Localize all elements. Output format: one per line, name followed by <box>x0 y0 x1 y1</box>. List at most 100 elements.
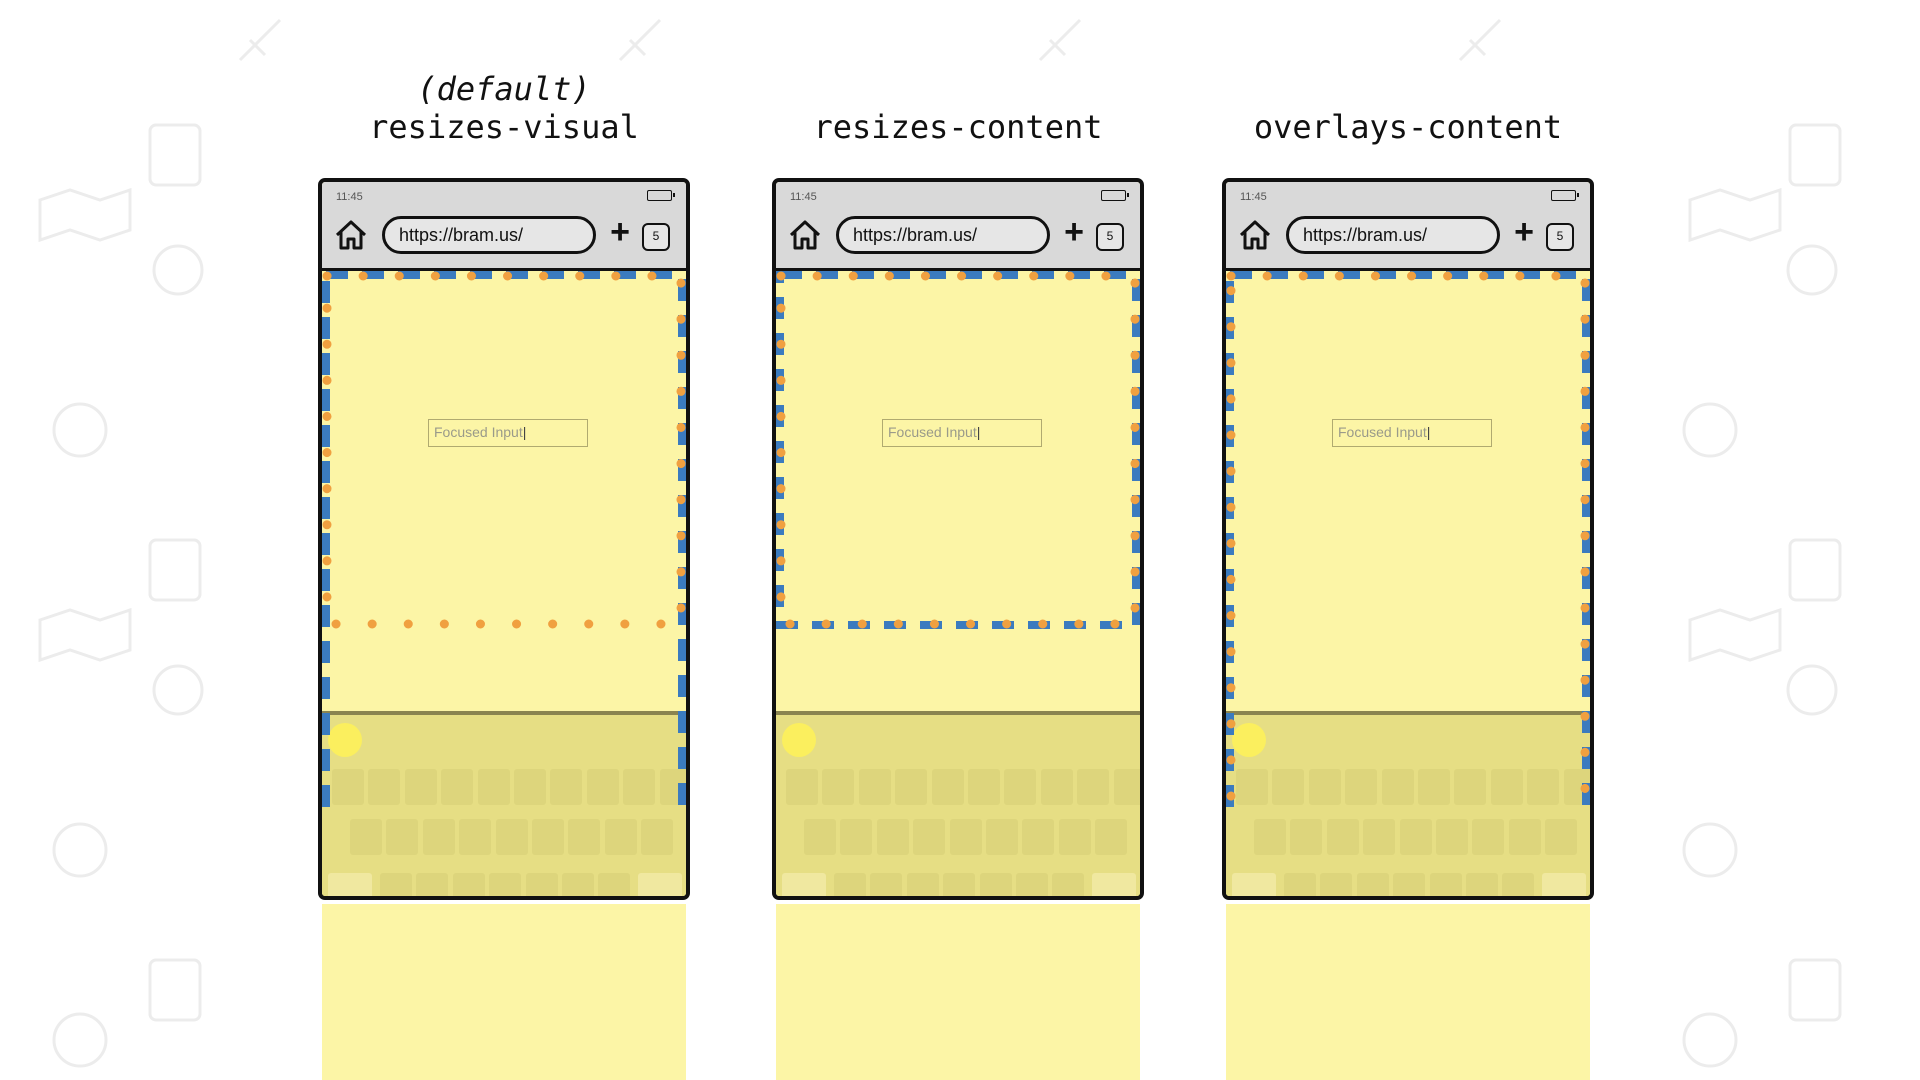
keyboard-accent-key <box>1232 723 1266 757</box>
mode-panel-3: overlays-content 11:45 https://bram.us/ … <box>1222 0 1594 1080</box>
keyboard-key <box>441 769 474 805</box>
focused-input-placeholder: Focused Input <box>434 424 523 440</box>
focused-input[interactable]: Focused Input| <box>428 419 588 447</box>
mode-panel-2: resizes-content 11:45 https://bram.us/ +… <box>772 0 1144 1080</box>
keyboard-key <box>943 873 976 896</box>
keyboard-key <box>1527 769 1560 805</box>
browser-chrome: 11:45 https://bram.us/ + 5 <box>322 182 686 271</box>
keyboard-key <box>1502 873 1535 896</box>
keyboard-key <box>1356 873 1389 896</box>
keyboard-key <box>1022 819 1055 855</box>
focused-input[interactable]: Focused Input| <box>882 419 1042 447</box>
keyboard-key <box>1326 819 1359 855</box>
focused-input-placeholder: Focused Input <box>888 424 977 440</box>
page-content: Focused Input| <box>776 271 1140 896</box>
battery-icon <box>1101 190 1129 201</box>
keyboard-key <box>1232 873 1276 896</box>
keyboard-key <box>368 769 401 805</box>
keyboard-key <box>459 819 492 855</box>
keyboard-key <box>804 819 836 855</box>
keyboard-key <box>1052 873 1085 896</box>
keyboard-key <box>1092 873 1136 896</box>
keyboard-key <box>870 873 903 896</box>
keyboard-key <box>840 819 873 855</box>
keyboard-key <box>332 769 364 805</box>
plus-icon[interactable]: + <box>610 213 630 251</box>
url-bar[interactable]: https://bram.us/ <box>1286 216 1500 254</box>
keyboard-key <box>1545 819 1578 855</box>
keyboard-key <box>1508 819 1541 855</box>
panel-title: overlays-content <box>1253 108 1563 146</box>
keyboard-key <box>598 873 631 896</box>
phone-frame: 11:45 https://bram.us/ + 5 Focused Input… <box>772 178 1144 900</box>
tab-count-icon[interactable]: 5 <box>642 223 670 251</box>
keyboard-key <box>477 769 510 805</box>
keyboard-key <box>1284 873 1316 896</box>
keyboard-key <box>328 873 372 896</box>
focused-input[interactable]: Focused Input| <box>1332 419 1492 447</box>
keyboard-key <box>1345 769 1378 805</box>
keyboard-key <box>949 819 982 855</box>
keyboard-key <box>1077 769 1110 805</box>
keyboard-key <box>386 819 419 855</box>
keyboard-key <box>1040 769 1073 805</box>
on-screen-keyboard <box>322 711 686 896</box>
keyboard-key <box>1236 769 1268 805</box>
page-content: Focused Input| <box>322 271 686 896</box>
keyboard-key <box>489 873 522 896</box>
keyboard-accent-key <box>782 723 816 757</box>
keyboard-key <box>858 769 891 805</box>
keyboard-key <box>968 769 1000 805</box>
browser-chrome: 11:45 https://bram.us/ + 5 <box>776 182 1140 271</box>
keyboard-key <box>834 873 866 896</box>
on-screen-keyboard <box>776 711 1140 896</box>
visual-viewport-outline <box>776 271 1140 629</box>
browser-chrome: 11:45 https://bram.us/ + 5 <box>1226 182 1590 271</box>
keyboard-key <box>1436 819 1468 855</box>
plus-icon[interactable]: + <box>1064 213 1084 251</box>
keyboard-key <box>979 873 1012 896</box>
keyboard-key <box>1320 873 1353 896</box>
keyboard-key <box>876 819 909 855</box>
keyboard-key <box>1290 819 1323 855</box>
keyboard-key <box>350 819 382 855</box>
keyboard-key <box>604 819 637 855</box>
keyboard-key <box>659 769 686 805</box>
keyboard-key <box>895 769 928 805</box>
page-overflow-area <box>322 904 686 1080</box>
page-overflow-area <box>776 904 1140 1080</box>
keyboard-key <box>1095 819 1128 855</box>
home-icon[interactable] <box>334 219 368 251</box>
keyboard-key <box>822 769 855 805</box>
tab-count-icon[interactable]: 5 <box>1096 223 1124 251</box>
tab-count-icon[interactable]: 5 <box>1546 223 1574 251</box>
keyboard-key <box>1466 873 1498 896</box>
keyboard-key <box>1113 769 1140 805</box>
keyboard-key <box>931 769 964 805</box>
keyboard-key <box>1308 769 1341 805</box>
home-icon[interactable] <box>1238 219 1272 251</box>
keyboard-key <box>782 873 826 896</box>
status-time: 11:45 <box>336 191 363 203</box>
url-bar[interactable]: https://bram.us/ <box>836 216 1050 254</box>
keyboard-key <box>1016 873 1048 896</box>
home-icon[interactable] <box>788 219 822 251</box>
keyboard-key <box>495 819 528 855</box>
keyboard-key <box>525 873 558 896</box>
page-content: Focused Input| <box>1226 271 1590 896</box>
keyboard-key <box>1418 769 1450 805</box>
keyboard-key <box>550 769 583 805</box>
keyboard-key <box>514 769 546 805</box>
plus-icon[interactable]: + <box>1514 213 1534 251</box>
phone-frame: 11:45 https://bram.us/ + 5 Focused Input… <box>318 178 690 900</box>
keyboard-key <box>532 819 564 855</box>
url-bar[interactable]: https://bram.us/ <box>382 216 596 254</box>
keyboard-key <box>623 769 656 805</box>
keyboard-key <box>913 819 946 855</box>
status-time: 11:45 <box>790 191 817 203</box>
keyboard-key <box>1004 769 1037 805</box>
visual-viewport-outline <box>322 271 686 629</box>
battery-icon <box>647 190 675 201</box>
layout-viewport-outline <box>776 271 1140 629</box>
